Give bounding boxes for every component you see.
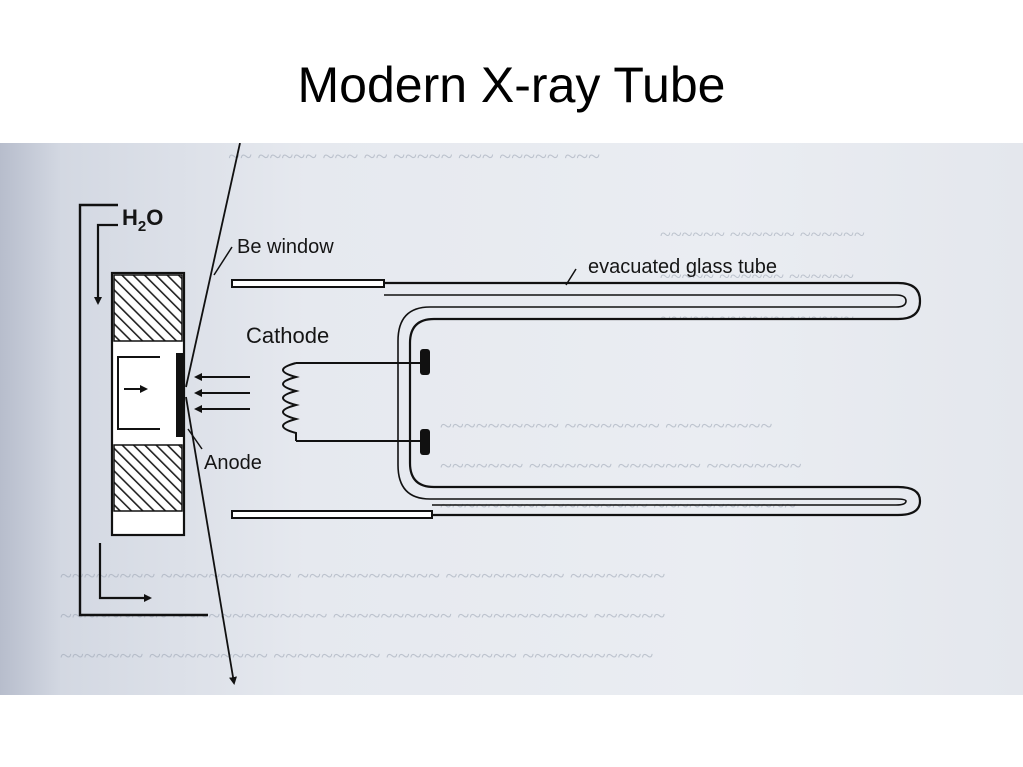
diagram-photo: ~~~ ~~~~~ ~~~ ~~~~~ ~~ ~~~ ~~~~~ ~~ ~~~~…: [0, 143, 1023, 695]
xray-tube-diagram: ~~~ ~~~~~ ~~~ ~~~~~ ~~ ~~~ ~~~~~ ~~ ~~~~…: [60, 143, 922, 685]
svg-text:~~~~~~ ~~~~~~ ~~~~~~: ~~~~~~ ~~~~~~ ~~~~~~: [660, 224, 865, 246]
svg-text:~~~~~~~~~~ ~~~~~~~~ ~~~~~~~~~: ~~~~~~~~~~ ~~~~~~~~ ~~~~~~~~~: [440, 413, 772, 438]
be-window-upper: [231, 279, 385, 288]
label-water: H2O: [122, 205, 163, 235]
anode-block: [110, 271, 186, 537]
be-window-lower: [231, 510, 433, 519]
be-window-leader: [213, 246, 233, 276]
cathode-electrode-upper: [420, 349, 430, 375]
label-cathode: Cathode: [246, 323, 329, 348]
svg-text:~~~~~~~~ ~~~~~~~~~~~ ~~~~~~~~~: ~~~~~~~~ ~~~~~~~~~~~ ~~~~~~~~~~~~ ~~~~~~…: [60, 563, 665, 588]
glass-tube-inner: [384, 294, 907, 506]
water-outlet-arrow: [98, 543, 152, 602]
glass-tube-outer: [384, 281, 922, 517]
svg-text:~~~ ~~~~~ ~~~ ~~~~~ ~~ ~~~ ~~~: ~~~ ~~~~~ ~~~ ~~~~~ ~~ ~~~ ~~~~~ ~~: [228, 144, 600, 169]
anode-leader: [187, 428, 203, 450]
electron-beam-arrows: [194, 373, 250, 413]
svg-text:~~~~~~~ ~~~~~~~ ~~~~~~~ ~~~~~~: ~~~~~~~ ~~~~~~~ ~~~~~~~ ~~~~~~~~: [440, 453, 802, 478]
xray-beam-upper: [185, 143, 241, 388]
cathode-electrode-lower: [420, 429, 430, 455]
svg-text:H2O: H2O: [122, 205, 163, 235]
svg-text:~~~~~~~ ~~~~~~~~~~ ~~~~~~~~~ ~: ~~~~~~~ ~~~~~~~~~~ ~~~~~~~~~ ~~~~~~~~~~~…: [60, 643, 653, 668]
xray-beam-lower: [185, 396, 237, 685]
anode-target: [176, 353, 184, 437]
cathode-filament: [282, 362, 420, 442]
water-jacket-outline: [78, 203, 208, 617]
label-glass-tube: evacuated glass tube: [588, 256, 777, 278]
label-anode: Anode: [204, 452, 262, 474]
water-inlet-arrow: [94, 223, 118, 305]
label-be-window: Be window: [237, 236, 334, 258]
bleed-through-texture: ~~~ ~~~~~ ~~~ ~~~~~ ~~ ~~~ ~~~~~ ~~ ~~~~…: [60, 144, 865, 668]
slide-title: Modern X-ray Tube: [297, 57, 726, 113]
glass-tube-leader: [565, 268, 577, 286]
